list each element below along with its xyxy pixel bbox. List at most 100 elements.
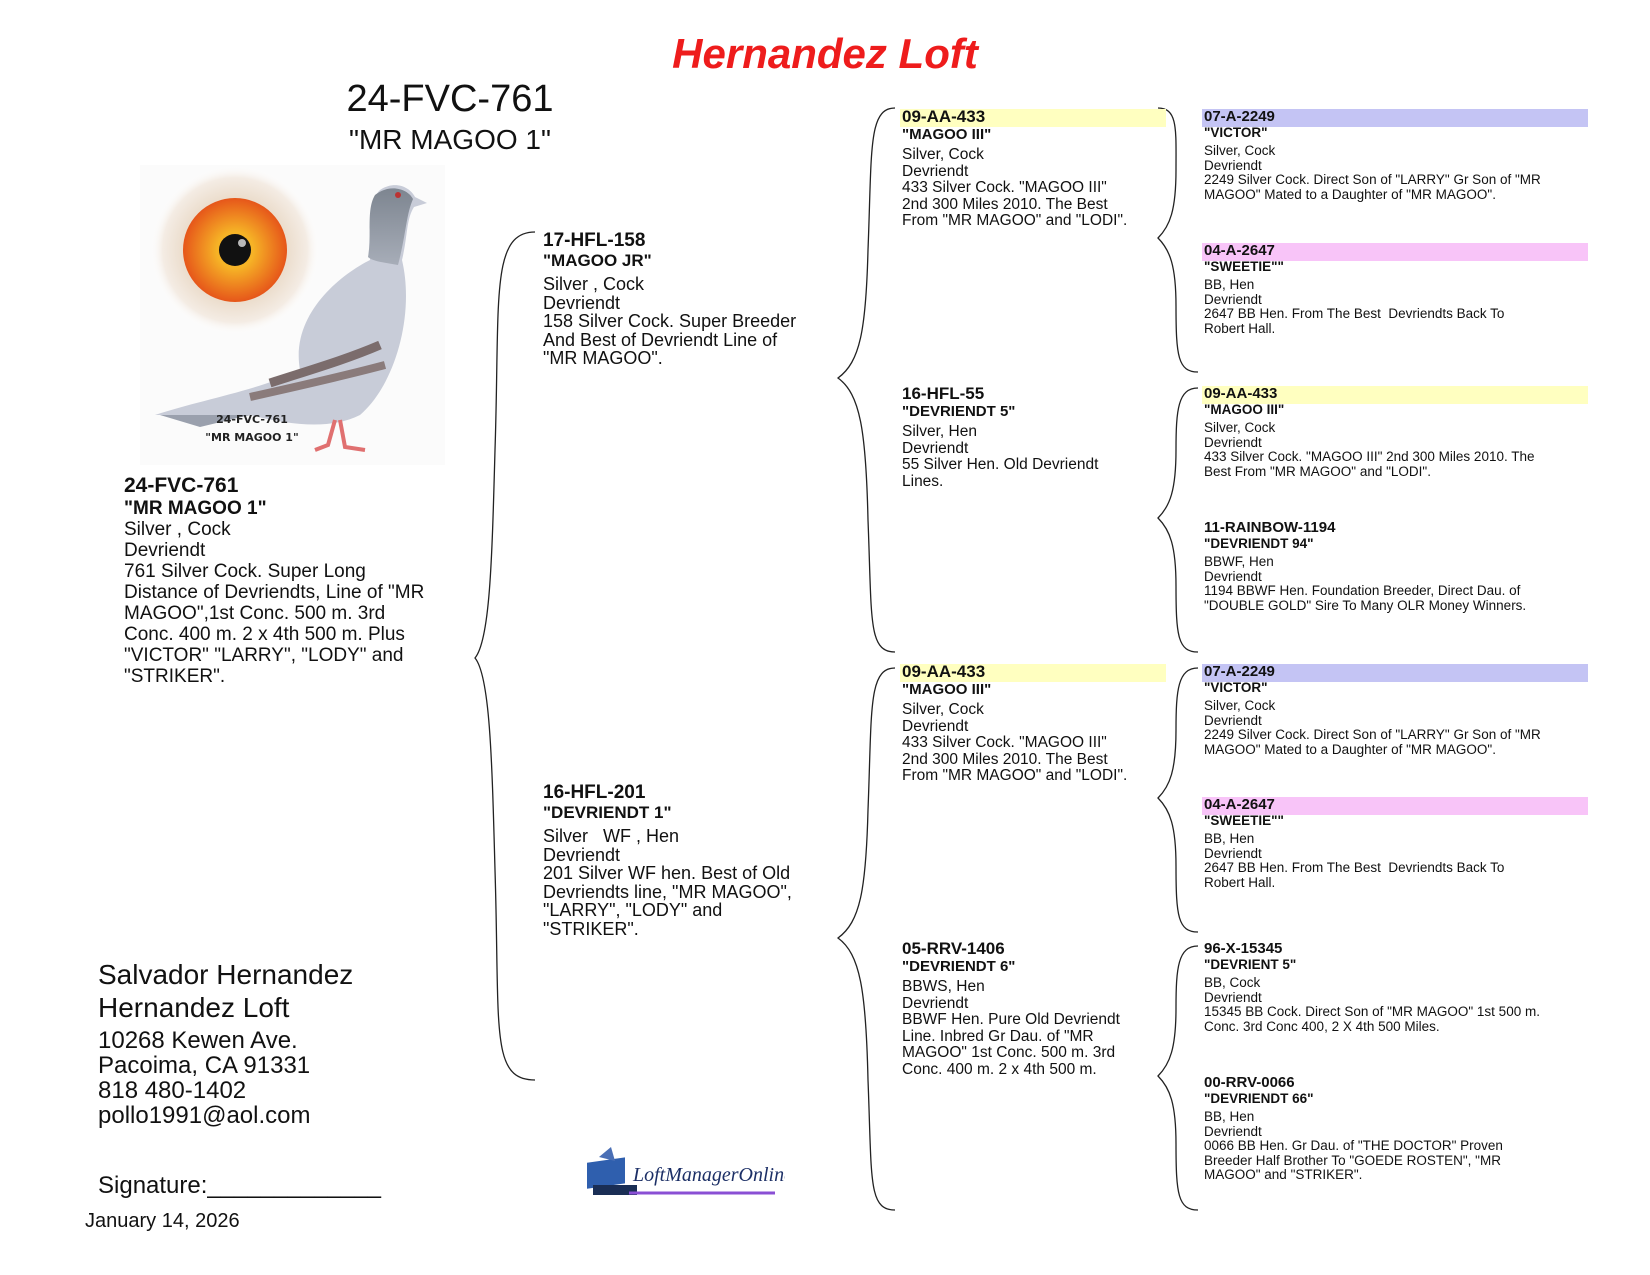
great-grandparent-color-sex: Silver, Cock — [1204, 144, 1588, 159]
sire-note: "MR MAGOO". — [543, 349, 833, 368]
great-grandparent-color-sex: BB, Hen — [1204, 832, 1588, 847]
great-grandparent-name: "MAGOO III" — [1204, 402, 1588, 417]
great-grandparent-strain: Devriendt — [1204, 1125, 1588, 1140]
grandparent-note: Line. Inbred Gr Dau. of "MR — [902, 1029, 1164, 1046]
great-grandparent-name: "VICTOR" — [1204, 680, 1588, 695]
subject-note: Distance of Devriendts, Line of "MR — [124, 582, 474, 603]
great-grandparent-ring: 04-A-2647 — [1204, 797, 1588, 813]
great-grandparent-strain: Devriendt — [1204, 714, 1588, 729]
great-grandparent-note: 433 Silver Cock. "MAGOO III" 2nd 300 Mil… — [1204, 450, 1588, 465]
great-grandparent-color-sex: Silver, Cock — [1204, 699, 1588, 714]
logo-text: LoftManagerOnline.com — [632, 1164, 785, 1186]
great-grandparent-name: "DEVRIENDT 94" — [1204, 536, 1588, 551]
great-grandparent-strain: Devriendt — [1204, 159, 1588, 174]
sire-color-sex: Silver , Cock — [543, 275, 833, 294]
sire-ring: 17-HFL-158 — [543, 230, 833, 251]
sire-strain: Devriendt — [543, 294, 833, 313]
great-grandparent-note: 2249 Silver Cock. Direct Son of "LARRY" … — [1204, 728, 1588, 743]
grandparent-name: "DEVRIENDT 5" — [902, 403, 1164, 420]
dam-strain: Devriendt — [543, 846, 833, 865]
owner-info: Salvador Hernandez Hernandez Loft 10268 … — [98, 958, 353, 1128]
great-grandparent-color-sex: BB, Hen — [1204, 1110, 1588, 1125]
print-date: January 14, 2026 — [85, 1210, 240, 1233]
subject-note: MAGOO",1st Conc. 500 m. 3rd — [124, 603, 474, 624]
great-grandparent-color-sex: Silver, Cock — [1204, 421, 1588, 436]
dam-note: Devriendts line, "MR MAGOO", — [543, 883, 833, 902]
great-grandparent-note: Conc. 3rd Conc 400, 2 X 4th 500 Miles. — [1204, 1020, 1588, 1035]
grandparent-color-sex: Silver, Cock — [902, 702, 1164, 719]
subject-note: "VICTOR" "LARRY", "LODY" and — [124, 645, 474, 666]
great-grandparent-strain: Devriendt — [1204, 436, 1588, 451]
great-grandparent-strain: Devriendt — [1204, 847, 1588, 862]
great-grandparent-name: "SWEETIE"" — [1204, 259, 1588, 274]
great-grandparent-note: 1194 BBWF Hen. Foundation Breeder, Direc… — [1204, 584, 1588, 599]
grandparent-color-sex: Silver, Cock — [902, 147, 1164, 164]
grandparent-ring: 09-AA-433 — [902, 663, 1164, 681]
dam-note: "STRIKER". — [543, 920, 833, 939]
owner-phone: 818 480-1402 — [98, 1078, 353, 1103]
great-grandparent-card-8: 00-RRV-0066 "DEVRIENDT 66" BB, Hen Devri… — [1204, 1075, 1588, 1183]
grandparent-card-4: 05-RRV-1406 "DEVRIENDT 6" BBWS, Hen Devr… — [902, 940, 1164, 1078]
grandparent-strain: Devriendt — [902, 441, 1164, 458]
grandparent-note: 2nd 300 Miles 2010. The Best — [902, 197, 1164, 214]
grandparent-strain: Devriendt — [902, 719, 1164, 736]
subject-strain: Devriendt — [124, 540, 474, 561]
great-grandparent-strain: Devriendt — [1204, 991, 1588, 1006]
dam-note: 201 Silver WF hen. Best of Old — [543, 864, 833, 883]
subject-color-sex: Silver , Cock — [124, 519, 474, 540]
owner-street: 10268 Kewen Ave. — [98, 1028, 353, 1053]
owner-city: Pacoima, CA 91331 — [98, 1053, 353, 1078]
great-grandparent-note: 2647 BB Hen. From The Best Devriendts Ba… — [1204, 307, 1588, 322]
great-grandparent-note: MAGOO" Mated to a Daughter of "MR MAGOO"… — [1204, 188, 1588, 203]
great-grandparent-strain: Devriendt — [1204, 570, 1588, 585]
grandparent-card-2: 16-HFL-55 "DEVRIENDT 5" Silver, Hen Devr… — [902, 385, 1164, 490]
great-grandparent-card-4: 11-RAINBOW-1194 "DEVRIENDT 94" BBWF, Hen… — [1204, 520, 1588, 613]
grandparent-note: 433 Silver Cock. "MAGOO III" — [902, 180, 1164, 197]
dam-card: 16-HFL-201 "DEVRIENDT 1" Silver WF , Hen… — [543, 782, 833, 938]
grandparent-ring: 16-HFL-55 — [902, 385, 1164, 403]
subject-card: 24-FVC-761 "MR MAGOO 1" Silver , Cock De… — [124, 474, 474, 687]
great-grandparent-note: Robert Hall. — [1204, 322, 1588, 337]
great-grandparent-note: Best From "MR MAGOO" and "LODI". — [1204, 465, 1588, 480]
grandparent-note: From "MR MAGOO" and "LODI". — [902, 213, 1164, 230]
subject-note: "STRIKER". — [124, 666, 474, 687]
great-grandparent-note: MAGOO" and "STRIKER". — [1204, 1168, 1588, 1183]
great-grandparent-card-5: 07-A-2249 "VICTOR" Silver, Cock Devriend… — [1204, 664, 1588, 757]
dam-note: "LARRY", "LODY" and — [543, 901, 833, 920]
great-grandparent-note: MAGOO" Mated to a Daughter of "MR MAGOO"… — [1204, 743, 1588, 758]
great-grandparent-ring: 04-A-2647 — [1204, 243, 1588, 259]
great-grandparent-note: 2647 BB Hen. From The Best Devriendts Ba… — [1204, 861, 1588, 876]
grandparent-ring: 09-AA-433 — [902, 108, 1164, 126]
grandparent-note: 2nd 300 Miles 2010. The Best — [902, 752, 1164, 769]
sire-note: 158 Silver Cock. Super Breeder — [543, 312, 833, 331]
grandparent-color-sex: BBWS, Hen — [902, 979, 1164, 996]
great-grandparent-name: "DEVRIENDT 66" — [1204, 1091, 1588, 1106]
great-grandparent-card-1: 07-A-2249 "VICTOR" Silver, Cock Devriend… — [1204, 109, 1588, 202]
subject-name: "MR MAGOO 1" — [124, 498, 474, 519]
great-grandparent-ring: 09-AA-433 — [1204, 386, 1588, 402]
great-grandparent-color-sex: BBWF, Hen — [1204, 555, 1588, 570]
great-grandparent-color-sex: BB, Cock — [1204, 976, 1588, 991]
great-grandparent-note: Robert Hall. — [1204, 876, 1588, 891]
great-grandparent-card-6: 04-A-2647 "SWEETIE"" BB, Hen Devriendt 2… — [1204, 797, 1588, 890]
great-grandparent-note: 2249 Silver Cock. Direct Son of "LARRY" … — [1204, 173, 1588, 188]
grandparent-note: BBWF Hen. Pure Old Devriendt — [902, 1012, 1164, 1029]
great-grandparent-note: "DOUBLE GOLD" Sire To Many OLR Money Win… — [1204, 599, 1588, 614]
great-grandparent-strain: Devriendt — [1204, 293, 1588, 308]
grandparent-name: "MAGOO III" — [902, 126, 1164, 143]
grandparent-strain: Devriendt — [902, 996, 1164, 1013]
subject-ring: 24-FVC-761 — [124, 474, 474, 498]
owner-name: Salvador Hernandez — [98, 958, 353, 991]
sire-name: "MAGOO JR" — [543, 251, 833, 271]
grandparent-note: From "MR MAGOO" and "LODI". — [902, 768, 1164, 785]
owner-loft: Hernandez Loft — [98, 991, 353, 1024]
grandparent-note: 433 Silver Cock. "MAGOO III" — [902, 735, 1164, 752]
subject-note: Conc. 400 m. 2 x 4th 500 m. Plus — [124, 624, 474, 645]
loftmanager-logo[interactable]: LoftManagerOnline.com — [585, 1143, 785, 1205]
great-grandparent-ring: 00-RRV-0066 — [1204, 1075, 1588, 1091]
great-grandparent-ring: 07-A-2249 — [1204, 664, 1588, 680]
great-grandparent-ring: 07-A-2249 — [1204, 109, 1588, 125]
great-grandparent-name: "VICTOR" — [1204, 125, 1588, 140]
great-grandparent-ring: 96-X-15345 — [1204, 941, 1588, 957]
owner-email[interactable]: pollo1991@aol.com — [98, 1103, 353, 1128]
